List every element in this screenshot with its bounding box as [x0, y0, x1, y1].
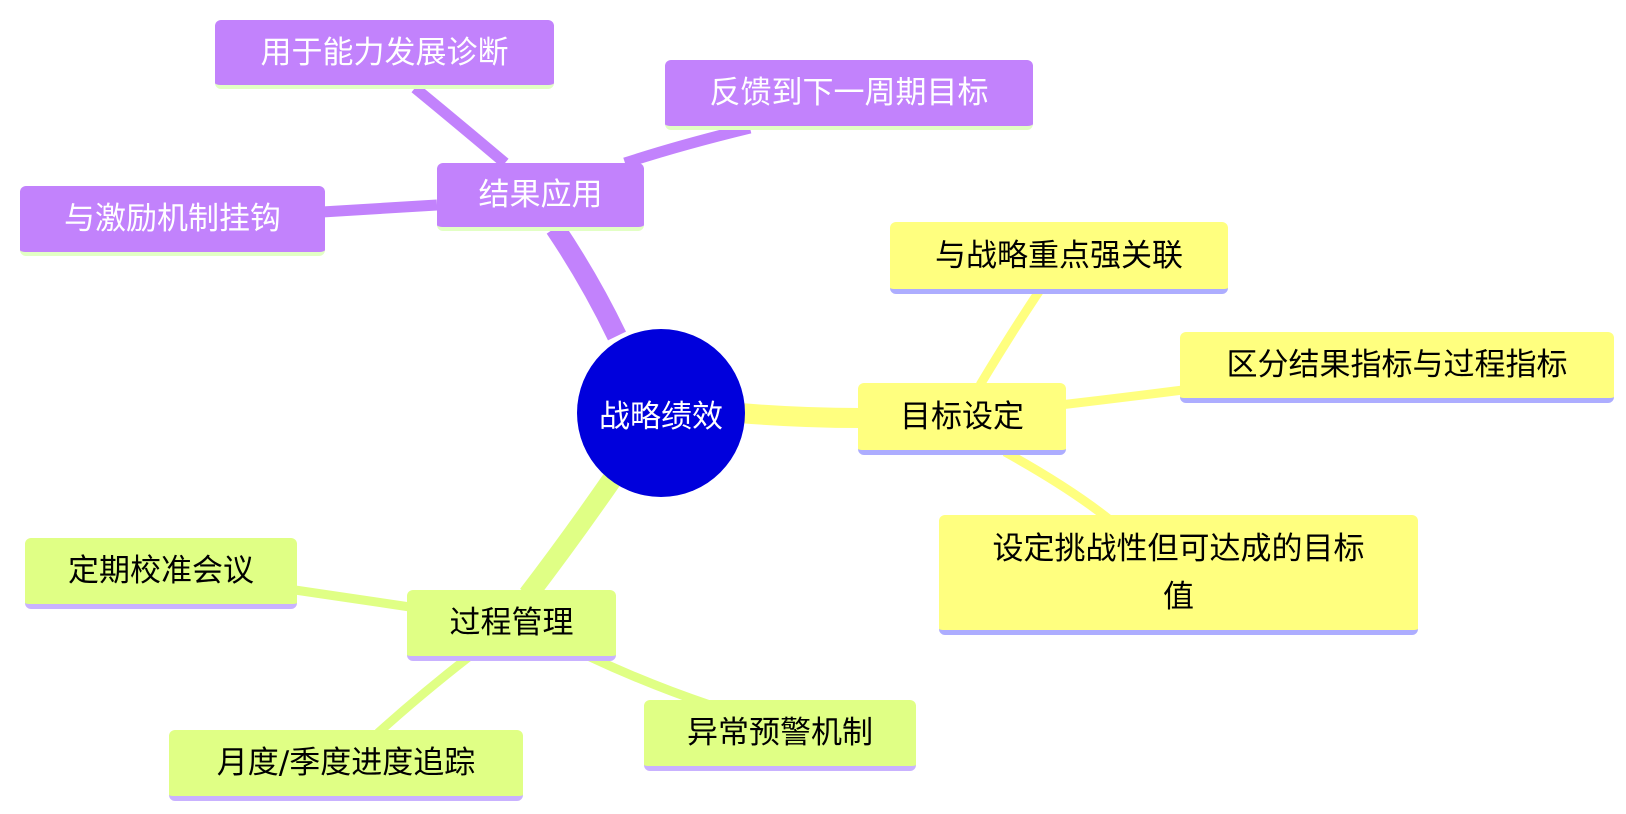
edge-result-incentive [321, 199, 438, 218]
node-incentive-link-label: 与激励机制挂钩 [64, 201, 281, 237]
node-progress-tracking-label: 月度/季度进度追踪 [216, 745, 476, 781]
branch-result-label: 结果应用 [478, 177, 603, 213]
root-label: 战略绩效 [599, 398, 723, 435]
node-metric-types[interactable]: 区分结果指标与过程指标 [1180, 332, 1614, 403]
edge-target-challenge [1002, 448, 1113, 524]
node-strategy-link[interactable]: 与战略重点强关联 [890, 222, 1228, 294]
edge-root-target [739, 403, 861, 428]
node-feedback-next-cycle[interactable]: 反馈到下一周期目标 [665, 60, 1033, 130]
edge-target-metrics [1059, 385, 1184, 410]
edge-result-feedback [623, 122, 752, 169]
edge-result-diagnose [411, 83, 509, 168]
node-challenge-targets[interactable]: 设定挑战性但可达成的目标值 [939, 515, 1418, 635]
node-challenge-targets-label: 设定挑战性但可达成的目标值 [992, 530, 1365, 615]
node-capability-diagnosis-label: 用于能力发展诊断 [260, 34, 509, 71]
node-progress-tracking[interactable]: 月度/季度进度追踪 [169, 730, 523, 801]
edge-target-strategy [976, 287, 1044, 388]
node-incentive-link[interactable]: 与激励机制挂钩 [20, 186, 325, 256]
branch-target[interactable]: 目标设定 [858, 383, 1066, 455]
node-feedback-next-cycle-label: 反馈到下一周期目标 [709, 75, 989, 111]
branch-result[interactable]: 结果应用 [437, 163, 644, 231]
edge-process-tracking [374, 652, 473, 737]
branch-process-label: 过程管理 [449, 605, 574, 641]
node-anomaly-alert[interactable]: 异常预警机制 [644, 700, 916, 771]
edge-process-calibration [294, 585, 411, 612]
edge-root-result [546, 222, 627, 341]
node-capability-diagnosis[interactable]: 用于能力发展诊断 [215, 20, 554, 89]
edge-process-alert [586, 651, 712, 710]
node-strategy-link-label: 与战略重点强关联 [935, 237, 1183, 274]
node-calibration-meeting-label: 定期校准会议 [68, 553, 254, 589]
node-calibration-meeting[interactable]: 定期校准会议 [25, 538, 297, 609]
edge-root-process [520, 472, 622, 602]
node-metric-types-label: 区分结果指标与过程指标 [1226, 347, 1568, 383]
root-node[interactable]: 战略绩效 [577, 329, 745, 497]
node-anomaly-alert-label: 异常预警机制 [687, 715, 873, 751]
branch-process[interactable]: 过程管理 [407, 590, 616, 661]
branch-target-label: 目标设定 [900, 398, 1024, 435]
